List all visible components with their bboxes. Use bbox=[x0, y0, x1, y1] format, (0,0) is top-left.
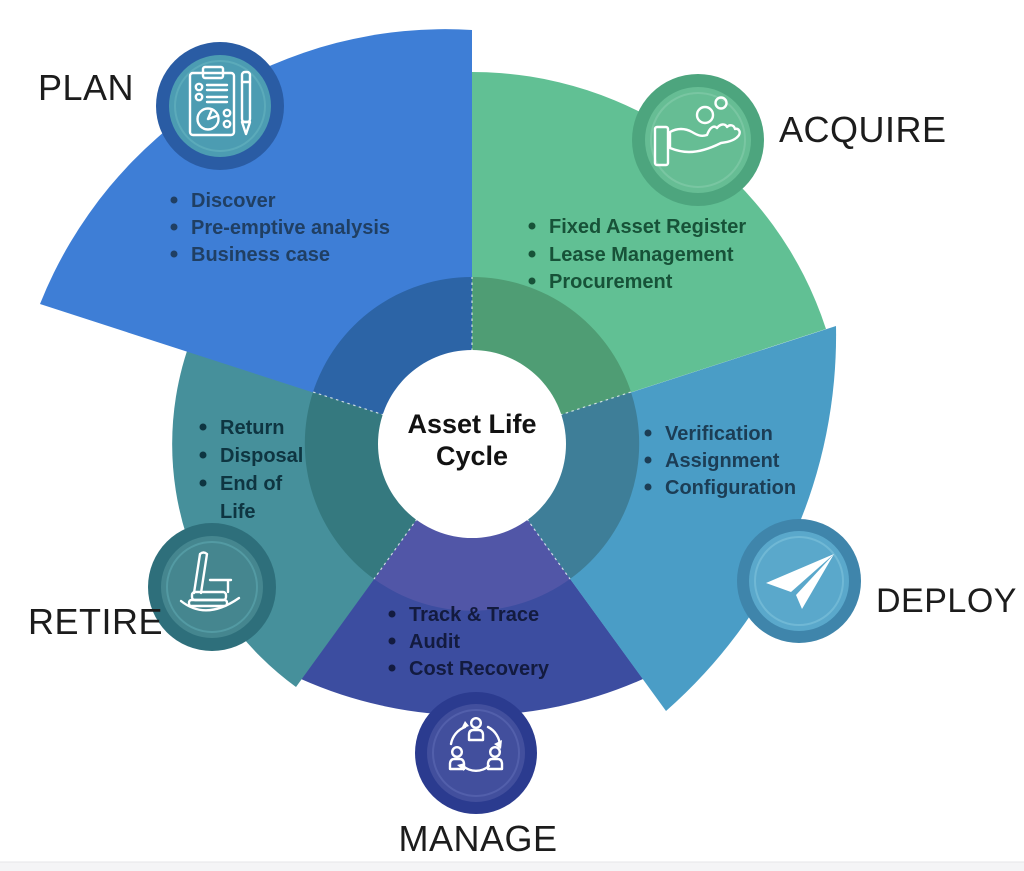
acquire-icon-disc bbox=[645, 87, 751, 193]
plan-icon-inner-ring bbox=[174, 60, 266, 152]
ring-manage bbox=[374, 519, 570, 611]
bullet-item: Assignment bbox=[665, 450, 780, 472]
retire-icon-badge bbox=[148, 523, 276, 651]
retire-icon-inner-ring bbox=[166, 541, 258, 633]
bullet-item: Track & Trace bbox=[409, 604, 539, 626]
deploy-icon-inner-ring bbox=[754, 536, 844, 626]
bullet-dot bbox=[170, 223, 178, 231]
bullet-item: Pre-emptive analysis bbox=[191, 217, 390, 239]
bullet-item: Cost Recovery bbox=[409, 658, 550, 680]
bullet-item: Procurement bbox=[549, 271, 673, 293]
manage-icon-disc bbox=[427, 704, 525, 802]
retire-icon-disc bbox=[161, 536, 263, 638]
bullet-dot bbox=[528, 250, 536, 258]
bullet-dot bbox=[170, 196, 178, 204]
phase-label-plan: PLAN bbox=[38, 67, 134, 108]
manage-icon-inner-ring bbox=[432, 709, 520, 797]
bullet-dot bbox=[388, 637, 396, 645]
center-title-line1: Asset Life bbox=[407, 409, 536, 439]
hand-coins-icon bbox=[653, 96, 741, 167]
bullet-dot bbox=[199, 479, 207, 487]
deploy-icon-badge bbox=[737, 519, 861, 643]
bullet-item: Audit bbox=[409, 631, 460, 653]
bullet-dot bbox=[388, 610, 396, 618]
acquire-icon-badge bbox=[632, 74, 764, 206]
bullet-item: Fixed Asset Register bbox=[549, 216, 746, 238]
manage-icon-badge bbox=[415, 692, 537, 814]
phase-label-retire: RETIRE bbox=[28, 601, 163, 642]
center-title-line2: Cycle bbox=[436, 441, 508, 471]
deploy-bullet-list: Verification Assignment Configuration bbox=[644, 423, 796, 499]
paper-plane-icon bbox=[766, 554, 834, 609]
bullet-item: Return bbox=[220, 417, 284, 439]
phase-label-manage: MANAGE bbox=[398, 818, 557, 859]
ring-plan bbox=[313, 276, 472, 415]
ring-separators bbox=[312, 277, 632, 580]
checklist-clipboard-icon bbox=[188, 65, 252, 137]
rocking-chair-icon bbox=[179, 551, 241, 612]
bullet-dot bbox=[199, 423, 207, 431]
ring-deploy bbox=[527, 392, 640, 579]
bullet-item: Business case bbox=[191, 244, 330, 266]
team-cycle-icon bbox=[448, 717, 504, 772]
bullet-dot bbox=[199, 451, 207, 459]
phase-label-deploy: DEPLOY bbox=[876, 582, 1017, 620]
plan-bullet-list: Discover Pre-emptive analysis Business c… bbox=[170, 190, 390, 266]
bullet-item: Disposal bbox=[220, 445, 303, 467]
plan-icon-disc bbox=[169, 55, 271, 157]
bottom-edge-strip bbox=[0, 862, 1024, 871]
bullet-item: Lease Management bbox=[549, 244, 734, 266]
bullet-dot bbox=[644, 429, 652, 437]
bullet-dot bbox=[170, 250, 178, 258]
bullet-item-continuation: Life bbox=[220, 501, 256, 523]
ring-retire bbox=[304, 392, 417, 579]
acquire-icon-inner-ring bbox=[650, 92, 746, 188]
bullet-dot bbox=[644, 483, 652, 491]
retire-bullet-list: Return Disposal End of Life bbox=[199, 417, 303, 523]
bullet-item: Verification bbox=[665, 423, 773, 445]
acquire-bullet-list: Fixed Asset Register Lease Management Pr… bbox=[528, 216, 746, 293]
center-circle bbox=[378, 350, 566, 538]
bullet-item: End of bbox=[220, 473, 283, 495]
manage-bullet-list: Track & Trace Audit Cost Recovery bbox=[388, 604, 550, 680]
bullet-dot bbox=[528, 277, 536, 285]
plan-icon-badge bbox=[156, 42, 284, 170]
phase-label-acquire: ACQUIRE bbox=[779, 109, 947, 150]
bullet-dot bbox=[644, 456, 652, 464]
bullet-item: Discover bbox=[191, 190, 276, 212]
bullet-dot bbox=[528, 222, 536, 230]
bullet-dot bbox=[388, 664, 396, 672]
bullet-item: Configuration bbox=[665, 477, 796, 499]
ring-acquire bbox=[472, 276, 631, 415]
inner-ring bbox=[304, 276, 640, 611]
